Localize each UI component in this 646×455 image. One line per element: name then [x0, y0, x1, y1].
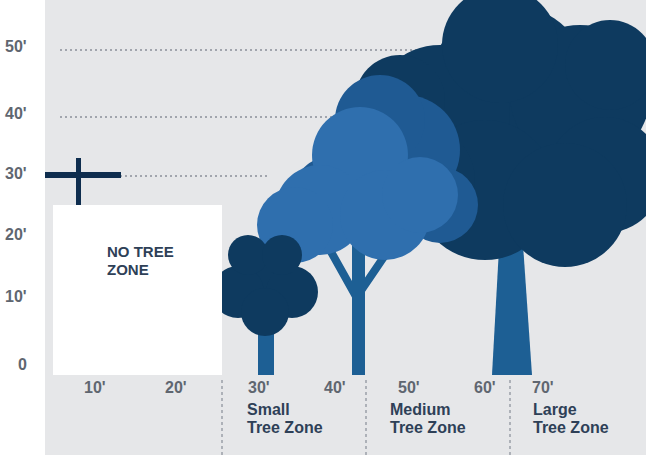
axis-label: 30'	[248, 379, 270, 397]
zone-label: Large Tree Zone	[533, 401, 613, 436]
axis-label: 40'	[5, 105, 27, 123]
axis-label: 0	[18, 356, 27, 374]
no-tree-zone-box: NO TREE ZONE	[53, 205, 222, 375]
axis-label: 40'	[324, 379, 346, 397]
axis-label: 10'	[84, 379, 106, 397]
zone-label: Small Tree Zone	[247, 401, 327, 436]
small-tree	[212, 235, 318, 375]
axis-label: 10'	[5, 288, 27, 306]
axis-label: 20'	[5, 226, 27, 244]
axis-label: 30'	[5, 165, 27, 183]
zone-separators	[222, 380, 510, 455]
large-tree	[355, 0, 646, 375]
axis-label: 20'	[165, 379, 187, 397]
axis-label: 50'	[5, 38, 27, 56]
axis-label: 50'	[398, 379, 420, 397]
axis-label: 60'	[474, 379, 496, 397]
zone-title: NO TREE ZONE	[107, 243, 207, 279]
axis-label: 70'	[532, 379, 554, 397]
medium-tree	[257, 75, 478, 375]
zone-label: Medium Tree Zone	[390, 401, 470, 436]
